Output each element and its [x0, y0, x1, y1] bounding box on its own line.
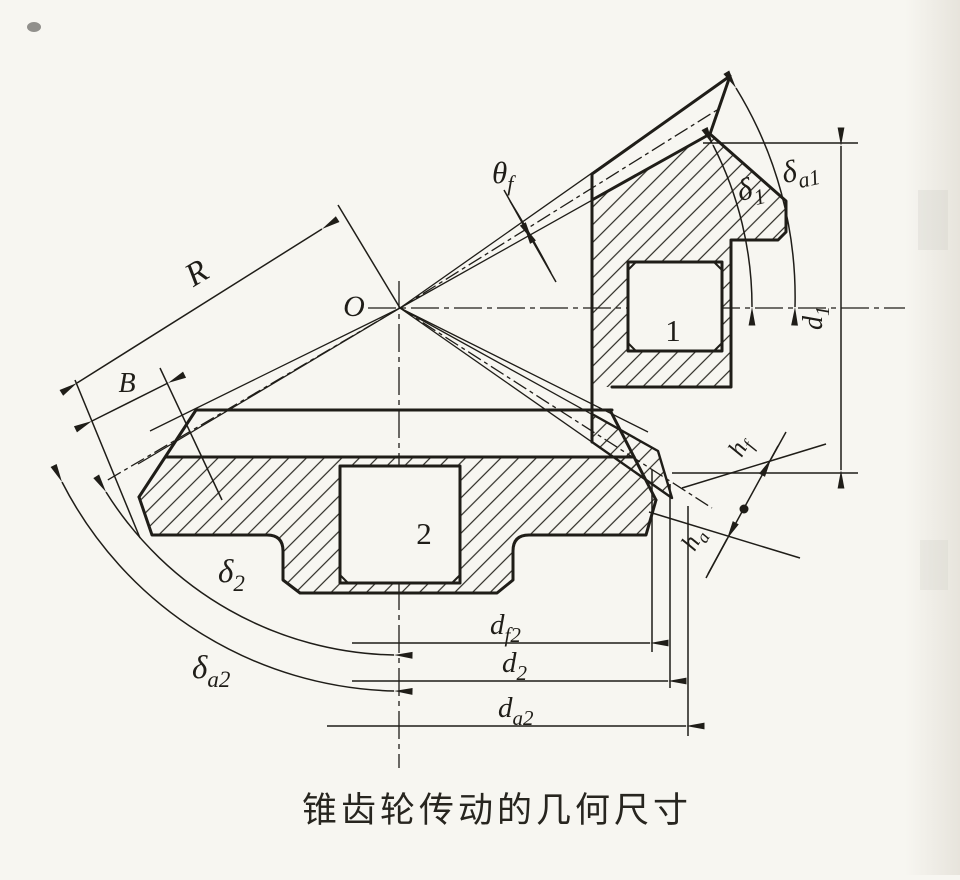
pitch-generator-upper	[399, 109, 718, 309]
pitch-generator-lower	[399, 307, 713, 509]
scan-smudge	[920, 540, 948, 590]
gear2-right-back-face	[608, 408, 658, 502]
label-delta2: δ2	[218, 554, 245, 596]
label-delta-a1: δa1	[778, 148, 822, 196]
delta-a1-arc	[723, 70, 798, 326]
hf-arrow	[759, 431, 787, 477]
label-d1: d1	[798, 306, 834, 330]
page-edge-shade	[905, 0, 960, 875]
label-gear1-number: 1	[665, 313, 681, 348]
label-da2: da2	[498, 692, 534, 730]
label-ha: ha	[676, 523, 714, 557]
R-extension-tick	[337, 204, 401, 309]
label-apex-O: O	[343, 290, 365, 323]
theta-f-arrow-upper	[503, 189, 536, 244]
gear1-root-edge	[590, 132, 712, 202]
label-gear2-number: 2	[416, 516, 432, 551]
ha-extension-line	[648, 511, 801, 559]
label-B: B	[118, 368, 135, 399]
label-hf: hf	[723, 430, 760, 463]
B-dimension-line	[73, 371, 187, 433]
hf-extension-line	[681, 443, 827, 489]
scan-smudge	[918, 190, 948, 250]
label-df2: df2	[490, 609, 521, 647]
paper-artifacts	[27, 0, 960, 875]
label-R: R	[178, 253, 215, 295]
label-delta-a2: δa2	[192, 650, 230, 692]
gear2-bore	[338, 464, 462, 585]
delta-a2-arc	[50, 463, 413, 695]
gear1-mesh-teeth-outline	[590, 412, 674, 500]
gear1-tip-edge	[590, 74, 732, 176]
theta-f-arrow-lower	[519, 222, 557, 283]
R-dimension-line	[59, 216, 340, 396]
dimensions	[50, 70, 858, 736]
ha-arrow	[705, 521, 739, 579]
B-extension-outer	[74, 379, 141, 539]
pitch-point-dot	[739, 504, 749, 514]
scan-speck	[27, 22, 41, 32]
label-theta-f: θf	[492, 155, 516, 196]
tip-generator-gear2-left	[149, 307, 401, 432]
label-d2: d2	[502, 647, 528, 685]
figure-caption: 锥齿轮传动的几何尺寸	[302, 791, 692, 830]
